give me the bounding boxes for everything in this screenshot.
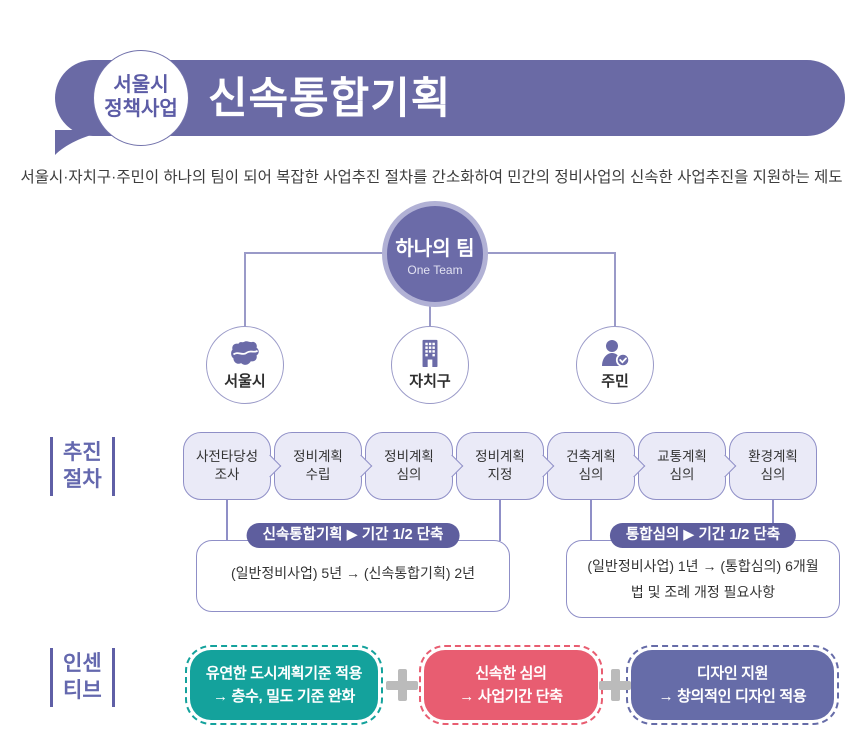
- plus-icon: [599, 669, 631, 701]
- incentive-fast-review-text: 신속한 심의 → 사업기간 단축: [424, 650, 598, 720]
- subtitle-text: 서울시·자치구·주민이 하나의 팀이 되어 복잡한 사업추진 절차를 간소화하여…: [20, 169, 843, 186]
- step-3-line2: 심의: [396, 467, 422, 482]
- incentive-label-line1: 인센: [63, 652, 102, 675]
- incentive-1-line2: → 층수, 밀도 기준 완화: [212, 688, 356, 705]
- process-step-1: 사전타당성 조사: [183, 432, 271, 500]
- building-icon: [422, 339, 438, 367]
- speedup-badge-planning: 신속통합기획 ▶ 기간 1/2 단축: [246, 523, 460, 548]
- process-label-text: 추진 절차: [63, 437, 102, 496]
- plus-icon: [386, 669, 418, 701]
- step-4-line2: 지정: [487, 467, 513, 482]
- step-4-line1: 정비계획: [475, 449, 525, 465]
- incentive-3-line1: 디자인 지원: [696, 664, 769, 682]
- page-title: 신속통합기획: [208, 75, 452, 123]
- connector-right: [614, 252, 616, 328]
- label-bar-right: [111, 648, 115, 707]
- summary-box-review: (일반정비사업) 1년 → (통합심의) 6개월 법 및 조례 개정 필요사항: [566, 540, 840, 618]
- label-bar-right: [111, 437, 115, 496]
- process-step-5: 건축계획 심의: [547, 432, 635, 500]
- incentive-label-line2: 티브: [63, 679, 102, 703]
- step-7-line1: 환경계획: [748, 449, 798, 465]
- summary-review-line1: (일반정비사업) 1년 → (통합심의) 6개월: [587, 558, 819, 574]
- seoul-map-icon: [231, 340, 259, 365]
- speedup-badge-review: 통합심의 ▶ 기간 1/2 단축: [609, 523, 797, 548]
- step-3-line1: 정비계획: [384, 449, 434, 465]
- badge-line-2: 정책사업: [104, 98, 178, 120]
- member-circle-district: 자치구: [391, 326, 469, 404]
- one-team-subtitle: One Team: [407, 262, 463, 277]
- process-label-line1: 추진: [63, 441, 102, 464]
- drop-line-step1: [226, 499, 228, 541]
- person-check-icon: [602, 340, 630, 367]
- label-bar-left: [50, 437, 53, 496]
- member-circle-seoul: 서울시: [206, 326, 284, 404]
- badge-line-1: 서울시: [113, 74, 169, 97]
- incentive-label-text: 인센 티브: [63, 648, 102, 707]
- one-team-title: 하나의 팀: [395, 237, 475, 260]
- step-1-line2: 조사: [214, 467, 240, 482]
- banner-tail-shape: [55, 130, 103, 155]
- process-label-line2: 절차: [63, 468, 102, 492]
- member-label-seoul: 서울시: [224, 372, 266, 390]
- process-step-4: 정비계획 지정: [456, 432, 544, 500]
- incentive-3-line2: → 창의적인 디자인 적용: [658, 688, 807, 705]
- step-7-line2: 심의: [760, 467, 786, 482]
- step-2-line1: 정비계획: [293, 449, 343, 465]
- member-label-district: 자치구: [409, 373, 451, 390]
- one-team-circle: 하나의 팀 One Team: [382, 201, 488, 307]
- incentive-1-line1: 유연한 도시계획기준 적용: [205, 664, 363, 682]
- member-label-resident: 주민: [601, 373, 629, 390]
- seoul-policy-badge: 서울시 정책사업: [93, 50, 189, 146]
- process-step-3: 정비계획 심의: [365, 432, 453, 500]
- incentive-2-line1: 신속한 심의: [475, 664, 547, 682]
- step-5-line1: 건축계획: [566, 449, 616, 465]
- summary-planning-text: (일반정비사업) 5년 → (신속통합기획) 2년: [230, 565, 476, 581]
- incentive-2-line2: → 사업기간 단축: [459, 688, 563, 705]
- process-section-label: 추진 절차: [50, 437, 115, 496]
- drop-line-step4: [499, 499, 501, 541]
- step-1-line1: 사전타당성: [195, 449, 259, 465]
- connector-left: [244, 252, 246, 328]
- incentive-design-support-text: 디자인 지원 → 창의적인 디자인 적용: [631, 650, 834, 720]
- step-2-line2: 수립: [305, 467, 331, 482]
- process-step-6: 교통계획 심의: [638, 432, 726, 500]
- member-circle-resident: 주민: [576, 326, 654, 404]
- step-5-line2: 심의: [578, 467, 604, 482]
- summary-review-line2: 법 및 조례 개정 필요사항: [630, 584, 776, 600]
- drop-line-step5: [590, 499, 592, 541]
- connector-middle: [429, 298, 431, 328]
- label-bar-left: [50, 648, 53, 707]
- step-6-line2: 심의: [669, 467, 695, 482]
- incentive-box-design-support: 디자인 지원 → 창의적인 디자인 적용: [626, 645, 839, 725]
- step-6-line1: 교통계획: [657, 449, 707, 465]
- incentive-box-fast-review: 신속한 심의 → 사업기간 단축: [419, 645, 603, 725]
- process-step-7: 환경계획 심의: [729, 432, 817, 500]
- incentive-planning-standards-text: 유연한 도시계획기준 적용 → 층수, 밀도 기준 완화: [190, 650, 378, 720]
- summary-box-planning: (일반정비사업) 5년 → (신속통합기획) 2년: [196, 540, 510, 612]
- incentive-section-label: 인센 티브: [50, 648, 115, 707]
- incentive-box-planning-standards: 유연한 도시계획기준 적용 → 층수, 밀도 기준 완화: [185, 645, 383, 725]
- drop-line-step7: [772, 499, 774, 541]
